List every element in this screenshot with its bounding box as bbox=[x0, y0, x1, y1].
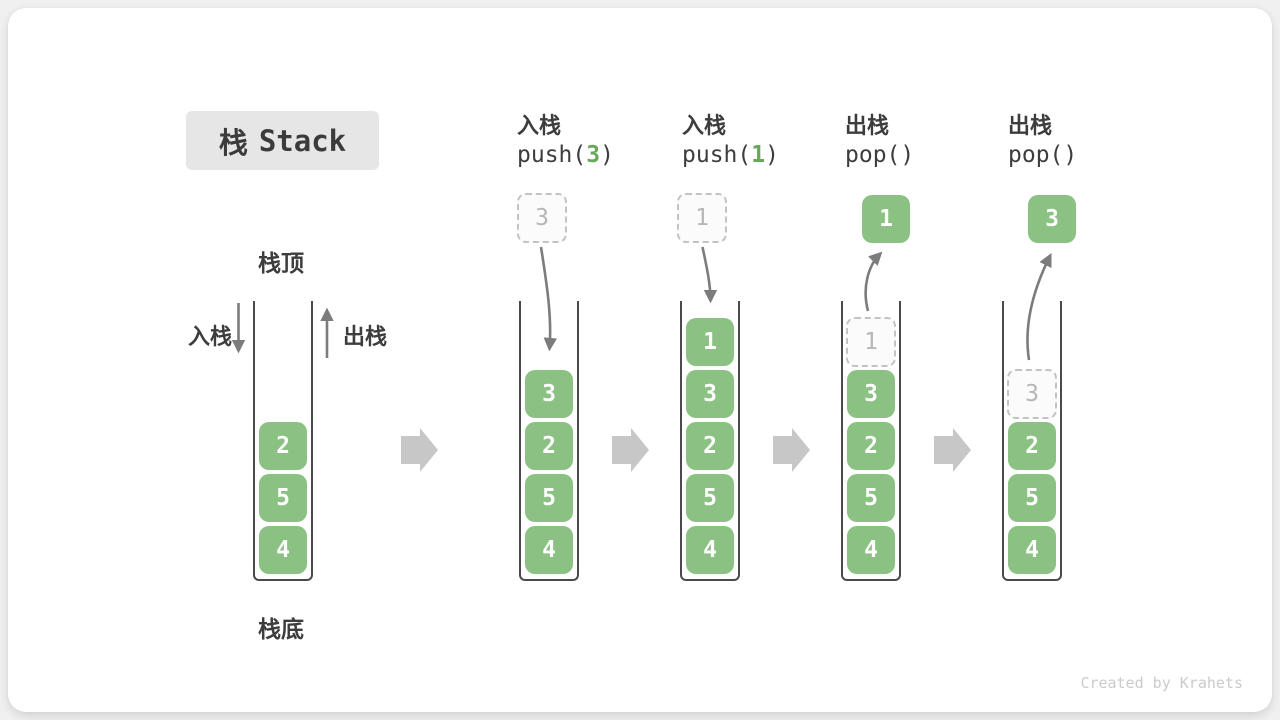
title-en: Stack bbox=[258, 123, 347, 158]
label-stack-top: 栈顶 bbox=[258, 251, 304, 277]
stack-cell: 2 bbox=[525, 422, 573, 470]
title-badge: 栈 Stack bbox=[186, 111, 379, 170]
column-header-op: 入栈 bbox=[682, 114, 727, 139]
stack-cell: 3 bbox=[525, 370, 573, 418]
stack-cell: 5 bbox=[686, 474, 734, 522]
stack-cell: 4 bbox=[1008, 526, 1056, 574]
stack-container-3 bbox=[680, 301, 740, 581]
stack-cell: 5 bbox=[525, 474, 573, 522]
popped-cell: 1 bbox=[862, 195, 910, 243]
stack-cell: 1 bbox=[686, 318, 734, 366]
stack-container-4 bbox=[841, 301, 901, 581]
stack-cell: 2 bbox=[1008, 422, 1056, 470]
popped-cell: 3 bbox=[1028, 195, 1076, 243]
stack-cell: 2 bbox=[259, 422, 307, 470]
stack-cell: 2 bbox=[847, 422, 895, 470]
title-zh: 栈 bbox=[218, 125, 248, 160]
stack-cell: 3 bbox=[686, 370, 734, 418]
incoming-cell: 1 bbox=[677, 193, 727, 243]
stack-container-1 bbox=[253, 301, 313, 581]
ghost-cell: 1 bbox=[846, 317, 896, 367]
stack-cell: 4 bbox=[259, 526, 307, 574]
ghost-cell: 3 bbox=[1007, 369, 1057, 419]
column-header-op: 入栈 bbox=[517, 114, 562, 139]
stack-cell: 2 bbox=[686, 422, 734, 470]
stack-cell: 5 bbox=[847, 474, 895, 522]
label-push-side: 入栈 bbox=[188, 325, 233, 350]
stack-cell: 4 bbox=[686, 526, 734, 574]
stack-cell: 5 bbox=[1008, 474, 1056, 522]
column-header-code: pop() bbox=[845, 142, 915, 168]
stack-cell: 4 bbox=[525, 526, 573, 574]
footer-credit: Created by Krahets bbox=[1080, 674, 1243, 692]
column-header-code: push(1) bbox=[682, 142, 779, 168]
stack-container-2 bbox=[519, 301, 579, 581]
stack-cell: 3 bbox=[847, 370, 895, 418]
label-stack-bottom: 栈底 bbox=[258, 617, 304, 643]
column-header-code: push(3) bbox=[517, 142, 614, 168]
stack-cell: 4 bbox=[847, 526, 895, 574]
column-header-code: pop() bbox=[1008, 142, 1078, 168]
stack-container-5 bbox=[1002, 301, 1062, 581]
incoming-cell: 3 bbox=[517, 193, 567, 243]
column-header-op: 出栈 bbox=[1008, 114, 1053, 139]
label-pop-side: 出栈 bbox=[343, 325, 388, 350]
stack-cell: 5 bbox=[259, 474, 307, 522]
column-header-op: 出栈 bbox=[845, 114, 890, 139]
